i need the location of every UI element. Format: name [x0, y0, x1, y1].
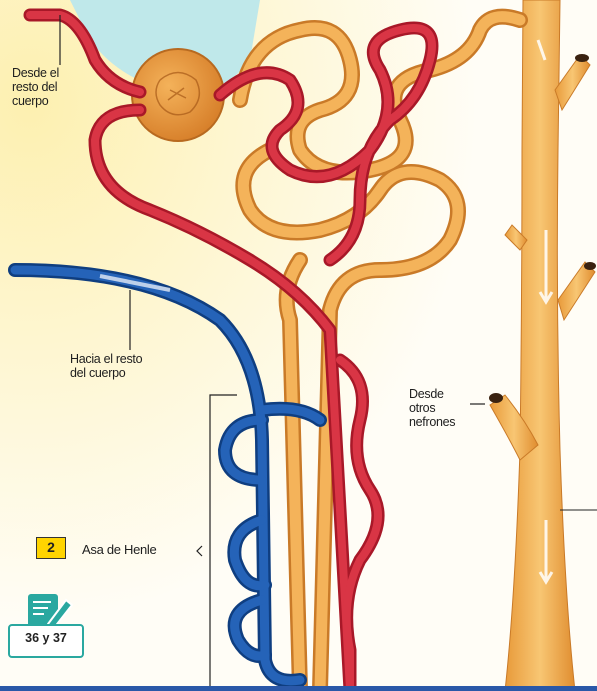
activity-pages-label: 36 y 37: [8, 631, 84, 645]
glomerulus: [132, 49, 224, 141]
duct-opening: [575, 54, 589, 62]
label-from-body: Desde el resto del cuerpo: [12, 66, 59, 108]
duct-opening: [584, 262, 596, 270]
label-from-nephrons: Desde otros nefrones: [409, 387, 455, 429]
activity-link[interactable]: 36 y 37: [8, 590, 84, 658]
bottom-bar: [0, 686, 597, 691]
step-number-badge: 2: [36, 537, 66, 559]
duct-opening: [489, 393, 503, 403]
label-to-body: Hacia el resto del cuerpo: [70, 352, 142, 380]
label-loop-of-henle: Asa de Henle: [82, 543, 156, 557]
